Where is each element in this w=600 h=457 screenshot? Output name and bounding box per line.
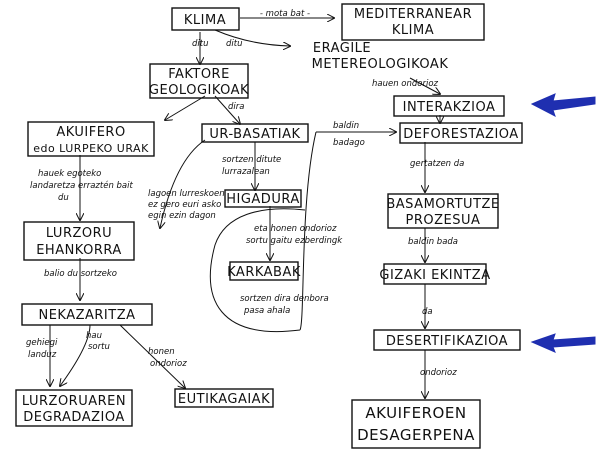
node-basamortu-line2: PROZESUA: [406, 213, 481, 228]
node-lurzoru-deg-line2: DEGRADAZIOA: [23, 410, 125, 425]
node-higadura: HIGADURA: [226, 192, 300, 207]
node-lurzoru-box: [23, 221, 135, 261]
label-ditu-1: ditu: [192, 39, 208, 49]
label-mota-bat: - mota bat -: [260, 9, 310, 19]
edge-labels: - mota bat - ditu ditu hauen ondorioz di…: [26, 9, 464, 378]
label-sortzen-dira-1: sortzen dira denbora: [240, 294, 329, 304]
node-interakzioa: INTERAKZIOA: [403, 100, 496, 115]
blue-arrow-interakzioa: [530, 93, 596, 118]
node-eragile-line1: ERAGILE: [313, 41, 371, 56]
label-lagoen-3: egin ezin dagon: [148, 211, 216, 221]
node-desertifikazioa-box: [373, 329, 521, 351]
node-klima: KLIMA: [184, 13, 226, 28]
label-honen-2: ondorioz: [150, 359, 187, 369]
label-hauek-3: du: [58, 193, 69, 203]
node-faktore-line2: GEOLOGIKOAK: [149, 83, 249, 98]
label-gehiegi-2: landuz: [28, 350, 57, 360]
node-nekazaritza: NEKAZARITZA: [38, 308, 135, 323]
node-nekazaritza-box: [21, 303, 153, 326]
node-klima-box: [171, 7, 240, 31]
label-gehiegi-1: gehiegi: [26, 338, 58, 348]
node-gizaki-box: [383, 263, 487, 285]
node-basamortu-box: [387, 193, 499, 229]
label-sortzen-2: lurrazalean: [222, 167, 270, 177]
node-lurzoru-deg-box: [15, 389, 133, 427]
node-akuifero-line1: AKUIFERO: [56, 125, 125, 140]
node-deforestazioa-box: [399, 122, 523, 144]
node-interakzioa-box: [393, 95, 505, 117]
node-karkabak-box: [229, 261, 299, 281]
label-eta-1: eta honen ondorioz: [254, 224, 337, 234]
node-eragile-line2: METEREOLOGIKOAK: [312, 57, 449, 72]
node-akuiferoen-line1: AKUIFEROEN: [365, 404, 466, 422]
node-karkabak: KARKABAK: [227, 265, 301, 280]
label-hau-1: hau: [86, 331, 102, 341]
label-lagoen-2: ez gero euri asko: [148, 200, 221, 210]
label-ditu-2: ditu: [226, 39, 242, 49]
node-deforestazioa: DEFORESTAZIOA: [403, 127, 518, 142]
node-lurzoru-line1: LURZORU: [46, 226, 112, 241]
node-basamortu-line1: BASAMORTUTZE: [386, 197, 499, 212]
node-ur-basatiak-box: [201, 123, 309, 143]
label-hauek-2: landaretza erraztén bait: [30, 180, 133, 191]
label-hauen-ondorioz: hauen ondorioz: [372, 79, 439, 89]
node-higadura-box: [224, 189, 302, 208]
label-baldin-bada: baldin bada: [408, 237, 458, 247]
label-eta-2: sortu gaitu ezberdingk: [246, 236, 343, 246]
node-mediterranear-box: [341, 3, 485, 41]
node-akuifero-line2: edo LURPEKO URAK: [33, 142, 149, 155]
node-gizaki: GIZAKI EKINTZA: [379, 268, 490, 283]
node-mediterranear-line2: KLIMA: [392, 23, 434, 38]
label-dira: dira: [228, 102, 244, 112]
label-hauek-1: hauek egoteko: [38, 169, 101, 179]
highlight-arrows: [530, 93, 596, 353]
node-faktore-box: [149, 63, 249, 99]
node-desertifikazioa: DESERTIFIKAZIOA: [386, 334, 508, 349]
label-balio: balio du sortzeko: [44, 269, 117, 279]
label-sortzen-1: sortzen ditute: [222, 155, 281, 165]
node-faktore-line1: FAKTORE: [168, 67, 230, 82]
label-ondorioz: ondorioz: [420, 368, 457, 378]
node-akuiferoen-line2: DESAGERPENA: [357, 426, 475, 444]
node-eutikagaiak-box: [174, 388, 274, 408]
node-lurzoru-line2: EHANKORRA: [36, 243, 122, 258]
label-sortzen-dira-2: pasa ahala: [243, 306, 290, 316]
node-akuifero-box: [27, 121, 155, 157]
boxes: KLIMA MEDITERRANEAR KLIMA ERAGILE METERE…: [15, 3, 523, 449]
label-gertatzen: gertatzen da: [410, 159, 464, 169]
label-da: da: [422, 307, 433, 317]
label-honen-1: honen: [148, 347, 175, 357]
label-badago: badago: [333, 138, 365, 148]
label-baldin: baldin: [333, 121, 359, 131]
node-mediterranear-line1: MEDITERRANEAR: [354, 7, 472, 22]
node-lurzoru-deg-line1: LURZORUAREN: [22, 394, 126, 409]
label-lagoen-1: lagoen lurreskoen: [148, 189, 225, 199]
blue-arrow-desertifikazioa: [530, 333, 596, 353]
node-ur-basatiak: UR-BASATIAK: [209, 127, 300, 142]
node-akuiferoen-box: [351, 399, 481, 449]
node-eutikagaiak: EUTIKAGAIAK: [178, 392, 270, 407]
label-hau-2: sortu: [88, 342, 110, 352]
connectors: [50, 18, 440, 398]
